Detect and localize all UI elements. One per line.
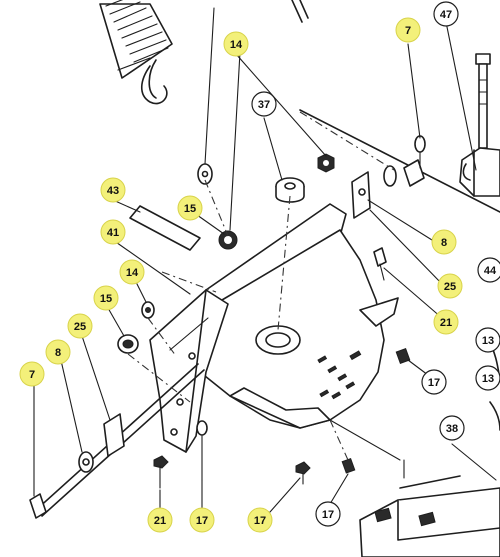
callout-25: 25 bbox=[67, 313, 93, 339]
callout-text: 8 bbox=[441, 237, 447, 249]
callout-text: 7 bbox=[405, 25, 411, 37]
callout-circle bbox=[437, 273, 463, 299]
callout-17: 17 bbox=[189, 507, 215, 533]
right-bracket bbox=[459, 147, 500, 197]
callout-labels: 14 37 7 47 43 15 41 8 25 44 14 21 15 25 13 8 7 17 13 38 21 17… bbox=[19, 1, 500, 533]
callout-13: 13 bbox=[475, 327, 500, 353]
callout-13: 13 bbox=[475, 365, 500, 391]
callout-text: 25 bbox=[74, 321, 86, 333]
callout-circle bbox=[433, 1, 459, 27]
callout-41: 41 bbox=[100, 219, 126, 245]
callout-text: 17 bbox=[254, 515, 266, 527]
callout-text: 44 bbox=[484, 265, 497, 277]
callout-circle bbox=[147, 507, 173, 533]
leader-lines bbox=[33, 7, 497, 513]
callout-text: 47 bbox=[440, 9, 452, 21]
callout-circle bbox=[45, 339, 71, 365]
callout-text: 15 bbox=[184, 203, 196, 215]
callout-circle bbox=[119, 259, 145, 285]
nut-14-upper bbox=[317, 153, 335, 173]
callout-circle bbox=[67, 313, 93, 339]
callout-44: 44 bbox=[477, 257, 500, 283]
callout-17: 17 bbox=[421, 369, 447, 395]
callout-text: 21 bbox=[154, 515, 166, 527]
callout-circle bbox=[93, 285, 119, 311]
callout-21: 21 bbox=[433, 309, 459, 335]
washer-17-lower bbox=[196, 420, 208, 481]
callout-circle bbox=[223, 31, 249, 57]
callout-text: 25 bbox=[444, 281, 456, 293]
callout-text: 41 bbox=[107, 227, 119, 239]
callout-text: 17 bbox=[322, 509, 334, 521]
callout-circle bbox=[431, 229, 457, 255]
clip-17-right bbox=[395, 348, 411, 364]
callout-37: 37 bbox=[251, 91, 277, 117]
nut-15-lower bbox=[117, 334, 139, 354]
callout-47: 47 bbox=[433, 1, 459, 27]
callout-43: 43 bbox=[100, 177, 126, 203]
callout-text: 17 bbox=[428, 377, 440, 389]
callout-17: 17 bbox=[247, 507, 273, 533]
nut-15-upper bbox=[218, 230, 238, 250]
callout-circle bbox=[475, 327, 500, 353]
center-lines bbox=[127, 111, 395, 461]
pin-21-upper bbox=[373, 247, 387, 281]
callout-text: 43 bbox=[107, 185, 119, 197]
bolt-47-part bbox=[475, 53, 491, 149]
callout-circle bbox=[247, 507, 273, 533]
spacer-37 bbox=[275, 177, 305, 203]
callout-circle bbox=[100, 219, 126, 245]
callout-circle bbox=[395, 17, 421, 43]
callout-circle bbox=[177, 195, 203, 221]
callout-text: 7 bbox=[29, 369, 35, 381]
callout-text: 37 bbox=[258, 99, 270, 111]
upper-rod bbox=[291, 0, 309, 23]
callout-text: 13 bbox=[482, 373, 494, 385]
callout-8: 8 bbox=[45, 339, 71, 365]
washer-14-lower bbox=[141, 301, 155, 319]
callout-text: 8 bbox=[55, 347, 61, 359]
callout-text: 14 bbox=[230, 39, 243, 51]
bolt-21-lower bbox=[153, 455, 169, 489]
upper-shaft bbox=[299, 109, 500, 213]
callout-text: 13 bbox=[482, 335, 494, 347]
callout-14: 14 bbox=[223, 31, 249, 57]
callout-circle bbox=[251, 91, 277, 117]
callout-text: 21 bbox=[440, 317, 452, 329]
callout-text: 17 bbox=[196, 515, 208, 527]
callout-8: 8 bbox=[431, 229, 457, 255]
callout-15: 15 bbox=[93, 285, 119, 311]
lower-right-assembly bbox=[359, 475, 500, 557]
callout-17: 17 bbox=[315, 501, 341, 527]
callout-14: 14 bbox=[119, 259, 145, 285]
callout-circle bbox=[100, 177, 126, 203]
callout-circle bbox=[315, 501, 341, 527]
callout-15: 15 bbox=[177, 195, 203, 221]
callout-25: 25 bbox=[437, 273, 463, 299]
callout-text: 15 bbox=[100, 293, 112, 305]
callout-circle bbox=[421, 369, 447, 395]
callout-circle bbox=[189, 507, 215, 533]
callout-7: 7 bbox=[19, 361, 45, 387]
lower-shaft bbox=[29, 363, 205, 519]
nut-17-bottom bbox=[295, 461, 311, 485]
callout-38: 38 bbox=[439, 415, 465, 441]
callout-circle bbox=[477, 257, 500, 283]
callout-circle bbox=[475, 365, 500, 391]
callout-7: 7 bbox=[395, 17, 421, 43]
callout-circle bbox=[433, 309, 459, 335]
spring bbox=[99, 0, 173, 105]
main-bracket bbox=[149, 203, 399, 453]
callout-circle bbox=[439, 415, 465, 441]
callout-text: 38 bbox=[446, 423, 458, 435]
callout-circle bbox=[19, 361, 45, 387]
callout-21: 21 bbox=[147, 507, 173, 533]
bracket-25-upper bbox=[351, 171, 371, 219]
clip-17-bottom bbox=[341, 458, 356, 474]
callout-text: 14 bbox=[126, 267, 139, 279]
